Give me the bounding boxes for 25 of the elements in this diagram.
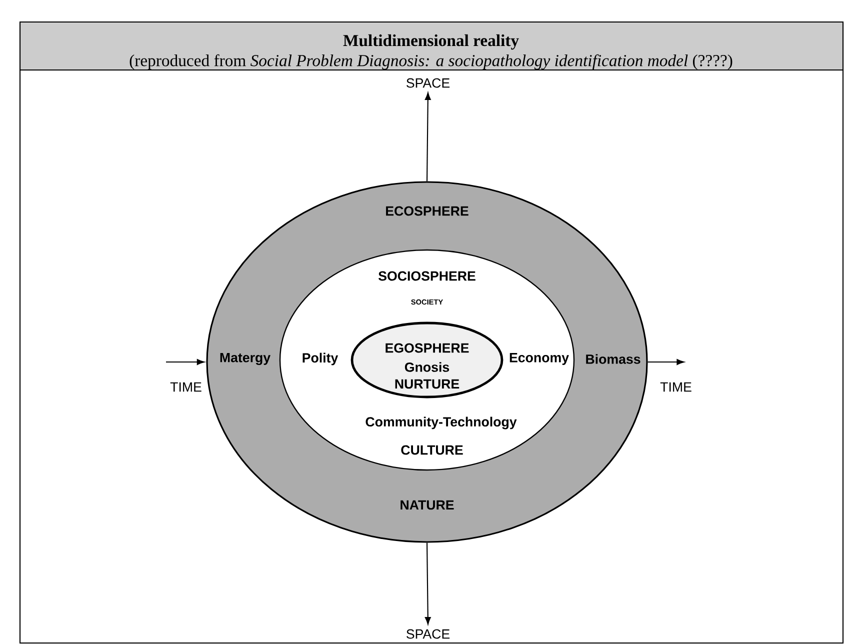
axis-label: TIME <box>660 382 692 392</box>
zone-label: Community-Technology <box>366 416 517 430</box>
ellipse-zone <box>279 249 575 471</box>
arrow <box>424 92 431 182</box>
zone-label: NATURE <box>400 500 454 510</box>
zone-label: Biomass <box>586 354 640 364</box>
zone-label: SOCIOSPHERE <box>378 271 476 281</box>
arrow <box>648 359 684 365</box>
axis-label: SPACE <box>406 629 450 639</box>
zone-label: Matergy <box>220 353 270 365</box>
zone-label: CULTURE <box>401 445 463 455</box>
zone-label: EGOSPHERE <box>386 343 469 353</box>
arrow <box>424 542 431 625</box>
ellipse-zone <box>206 181 648 543</box>
zone-label: ECOSPHERE <box>386 206 468 216</box>
zone-label: Economy <box>510 353 569 365</box>
zone-label: Polity <box>302 352 338 366</box>
axis-label: SPACE <box>406 78 450 88</box>
ellipse-zone <box>350 322 504 398</box>
arrow <box>166 359 204 365</box>
zone-label: NURTURE <box>395 379 460 389</box>
axis-label: TIME <box>170 382 202 392</box>
zone-label: Gnosis <box>404 362 450 372</box>
caption: (reproduced from Social Problem Diagnosis: a sociopathology identification model (????) <box>130 54 732 70</box>
title: Multidimensional reality <box>343 34 519 50</box>
